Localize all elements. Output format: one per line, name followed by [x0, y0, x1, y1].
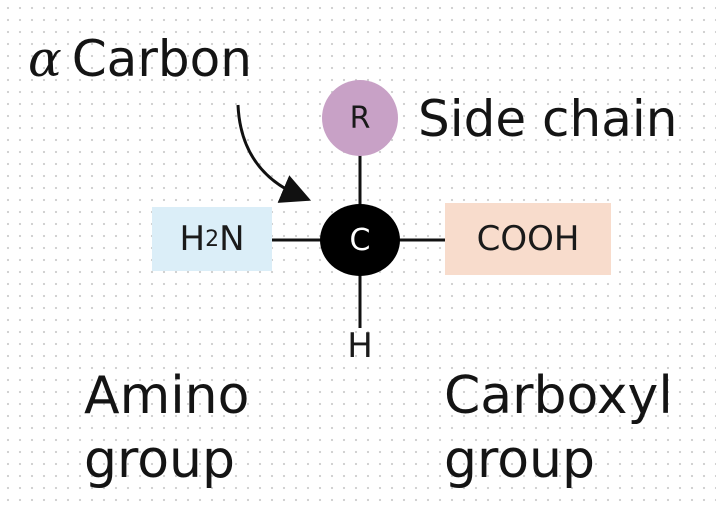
amino-group-line1: Amino	[84, 366, 250, 426]
alpha-carbon-text: Carbon	[71, 30, 252, 88]
carboxyl-group-line1: Carboxyl	[444, 366, 673, 426]
carboxyl-group-box: COOH	[445, 203, 611, 275]
amino-group-label: Amino group	[84, 364, 249, 492]
carboxyl-group-line2: group	[444, 430, 596, 490]
alpha-symbol: α	[28, 30, 62, 88]
carboxyl-group-label: Carboxyl group	[444, 364, 673, 492]
amino-group-line2: group	[84, 430, 236, 490]
central-carbon-circle	[320, 204, 400, 276]
hydrogen-atom: H	[347, 326, 373, 366]
amine-subscript: 2	[205, 226, 220, 252]
side-chain-r-circle	[322, 80, 398, 156]
amine-n: N	[219, 219, 245, 259]
side-chain-label: Side chain	[418, 90, 678, 148]
carboxyl-formula: COOH	[476, 219, 580, 259]
side-chain-r-atom: R	[349, 100, 371, 136]
alpha-carbon-arrow	[236, 104, 312, 203]
amine-h: H	[179, 219, 206, 259]
central-carbon-atom: C	[349, 222, 371, 258]
